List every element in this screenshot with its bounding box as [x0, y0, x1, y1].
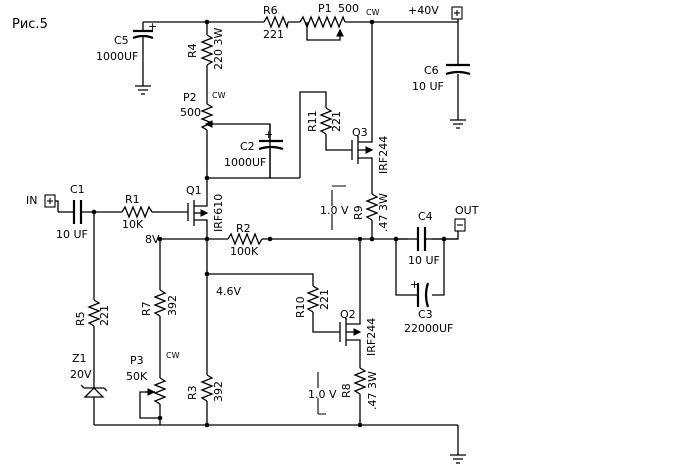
r6-resistor — [263, 15, 289, 30]
p3-ref: P3 — [130, 354, 144, 367]
z1-value: 20V — [70, 368, 92, 381]
c5-value: 1000UF — [96, 50, 138, 63]
r9-resistor — [365, 193, 379, 221]
c3-value: 22000UF — [404, 322, 453, 335]
node-46v-label: 4.6V — [216, 285, 241, 298]
c4-value: 10 UF — [408, 254, 440, 267]
r10-ref: R10 — [294, 296, 307, 318]
r8-ref: R8 — [340, 383, 353, 398]
r8-value: .47 3W — [366, 371, 379, 410]
ground-icon — [135, 85, 151, 95]
c1-ref: C1 — [70, 183, 85, 196]
top-rail-wire — [143, 21, 459, 64]
p1-cw: CW — [366, 8, 380, 17]
r1-ref: R1 — [125, 193, 140, 206]
p3-value: 50K — [126, 370, 148, 383]
r8-resistor — [353, 367, 367, 395]
p2-cw: CW — [212, 91, 226, 100]
c6-plate-bottom — [445, 70, 471, 76]
voltage-lower-label: 1.0 V — [308, 388, 337, 401]
in-label: IN — [26, 194, 37, 207]
r7-value: 392 — [166, 295, 179, 316]
r1-resistor — [121, 205, 153, 219]
r4-ref: R4 — [186, 43, 199, 58]
q3-ref: Q3 — [352, 126, 368, 139]
q2-ref: Q2 — [340, 308, 356, 321]
r2-value: 100K — [230, 245, 259, 258]
c3-ref: C3 — [418, 308, 433, 321]
c5-plus-mark: + — [148, 20, 157, 33]
r6-value: 221 — [263, 28, 284, 41]
c3-plate-right — [424, 282, 430, 308]
c1-value: 10 UF — [56, 228, 88, 241]
q2-type: IRF244 — [365, 318, 378, 356]
r3-resistor — [200, 374, 214, 402]
z1-ref: Z1 — [72, 352, 87, 365]
r7-ref: R7 — [140, 301, 153, 316]
c5-plate-bottom — [132, 34, 154, 40]
voltage-upper-label: 1.0 V — [320, 204, 349, 217]
r3-value: 392 — [212, 381, 225, 402]
c4-ref: C4 — [418, 210, 433, 223]
c2-plus-mark: + — [264, 128, 273, 141]
c5-ref: C5 — [114, 34, 129, 47]
r11-value: 221 — [330, 111, 343, 132]
c2-plate-bottom — [258, 145, 284, 151]
r5-ref: R5 — [74, 311, 87, 326]
p2-ref: P2 — [183, 91, 197, 104]
r6-ref: R6 — [263, 4, 278, 17]
ground-icon — [450, 454, 466, 464]
ground-icon — [450, 119, 466, 129]
r10-value: 221 — [318, 289, 331, 310]
p1-value: 500 — [338, 2, 359, 15]
q1-gate — [160, 203, 189, 221]
p2-pot — [200, 103, 214, 131]
r9-value: .47 3W — [377, 193, 390, 232]
z1-zener — [80, 384, 108, 398]
node-8v-label: 8V — [145, 233, 160, 246]
p1-ref: P1 — [318, 2, 332, 15]
supply-voltage-label: +40V — [408, 4, 439, 17]
q3-type: IRF244 — [377, 136, 390, 174]
q1-ref: Q1 — [186, 184, 202, 197]
c3-plus-mark: + — [410, 278, 419, 291]
p3-cw: CW — [166, 351, 180, 360]
c2-value: 1000UF — [224, 156, 266, 169]
ground-rail-wire — [94, 424, 459, 455]
r2-ref: R2 — [236, 222, 251, 235]
p3-pot — [153, 377, 167, 405]
r1-value: 10K — [122, 218, 144, 231]
out-label: OUT — [455, 204, 479, 217]
c6-value: 10 UF — [412, 80, 444, 93]
r5-value: 221 — [98, 305, 111, 326]
r7-resistor — [153, 289, 167, 317]
q1-type: IRF610 — [212, 194, 225, 232]
r11-ref: R11 — [306, 110, 319, 132]
figure-label: Рис.5 — [12, 17, 48, 32]
c6-ref: C6 — [424, 64, 439, 77]
r11-resistor — [319, 107, 333, 135]
r10-resistor — [306, 285, 320, 313]
p2-value: 500 — [180, 106, 201, 119]
r4-resistor — [200, 34, 214, 66]
r4-value: 220 3W — [212, 28, 225, 70]
c2-ref: C2 — [240, 140, 255, 153]
r2-resistor — [227, 232, 263, 246]
r5-resistor — [87, 299, 101, 327]
r9-ref: R9 — [352, 205, 365, 220]
r3-ref: R3 — [186, 385, 199, 400]
